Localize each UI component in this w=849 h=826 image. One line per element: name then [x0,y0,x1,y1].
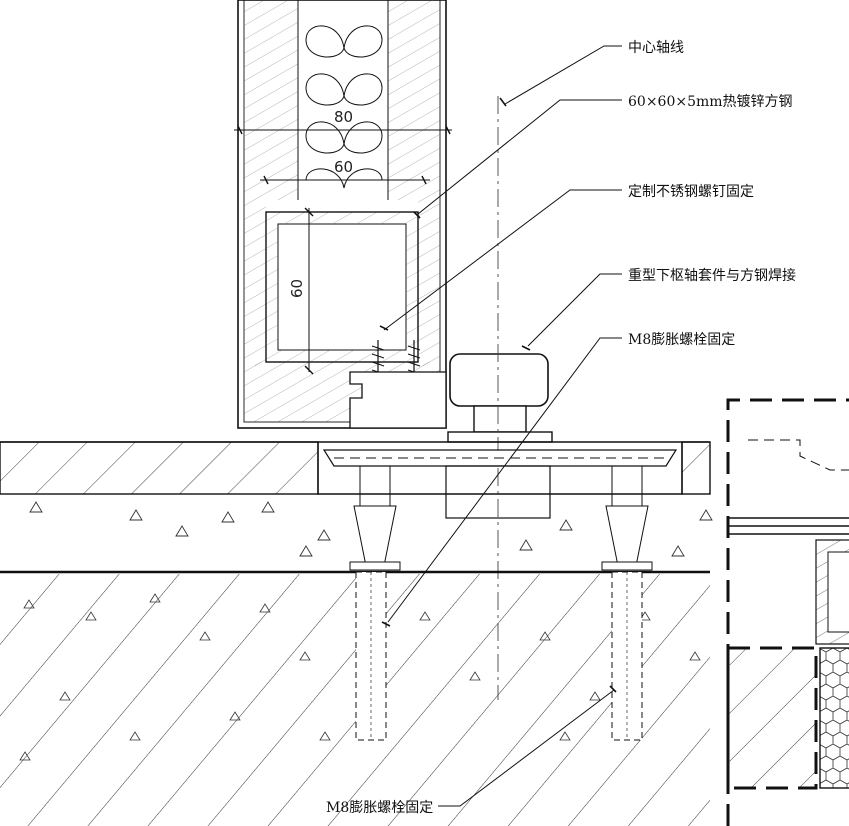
concrete-base [0,570,710,826]
pivot-assembly [447,353,553,443]
label-steel-tube: 60×60×5mm热镀锌方钢 [628,93,793,110]
door-leaf: 80 60 60 [234,0,452,429]
right-detail [726,398,849,826]
label-m8-bolt-top: M8膨胀螺栓固定 [628,331,735,348]
screed-layer [29,501,713,557]
leaders [379,45,622,807]
label-pivot-weld: 重型下枢轴套件与方钢焊接 [628,267,796,284]
label-center-axis: 中心轴线 [628,40,684,56]
label-m8-bolt-bottom: M8膨胀螺栓固定 [326,799,433,816]
dim-80: 80 [334,108,353,126]
label-screw-fix: 定制不锈钢螺钉固定 [628,184,754,200]
floor-slab [0,441,711,571]
dim-60-top: 60 [334,158,353,176]
dim-60-side: 60 [288,279,306,298]
